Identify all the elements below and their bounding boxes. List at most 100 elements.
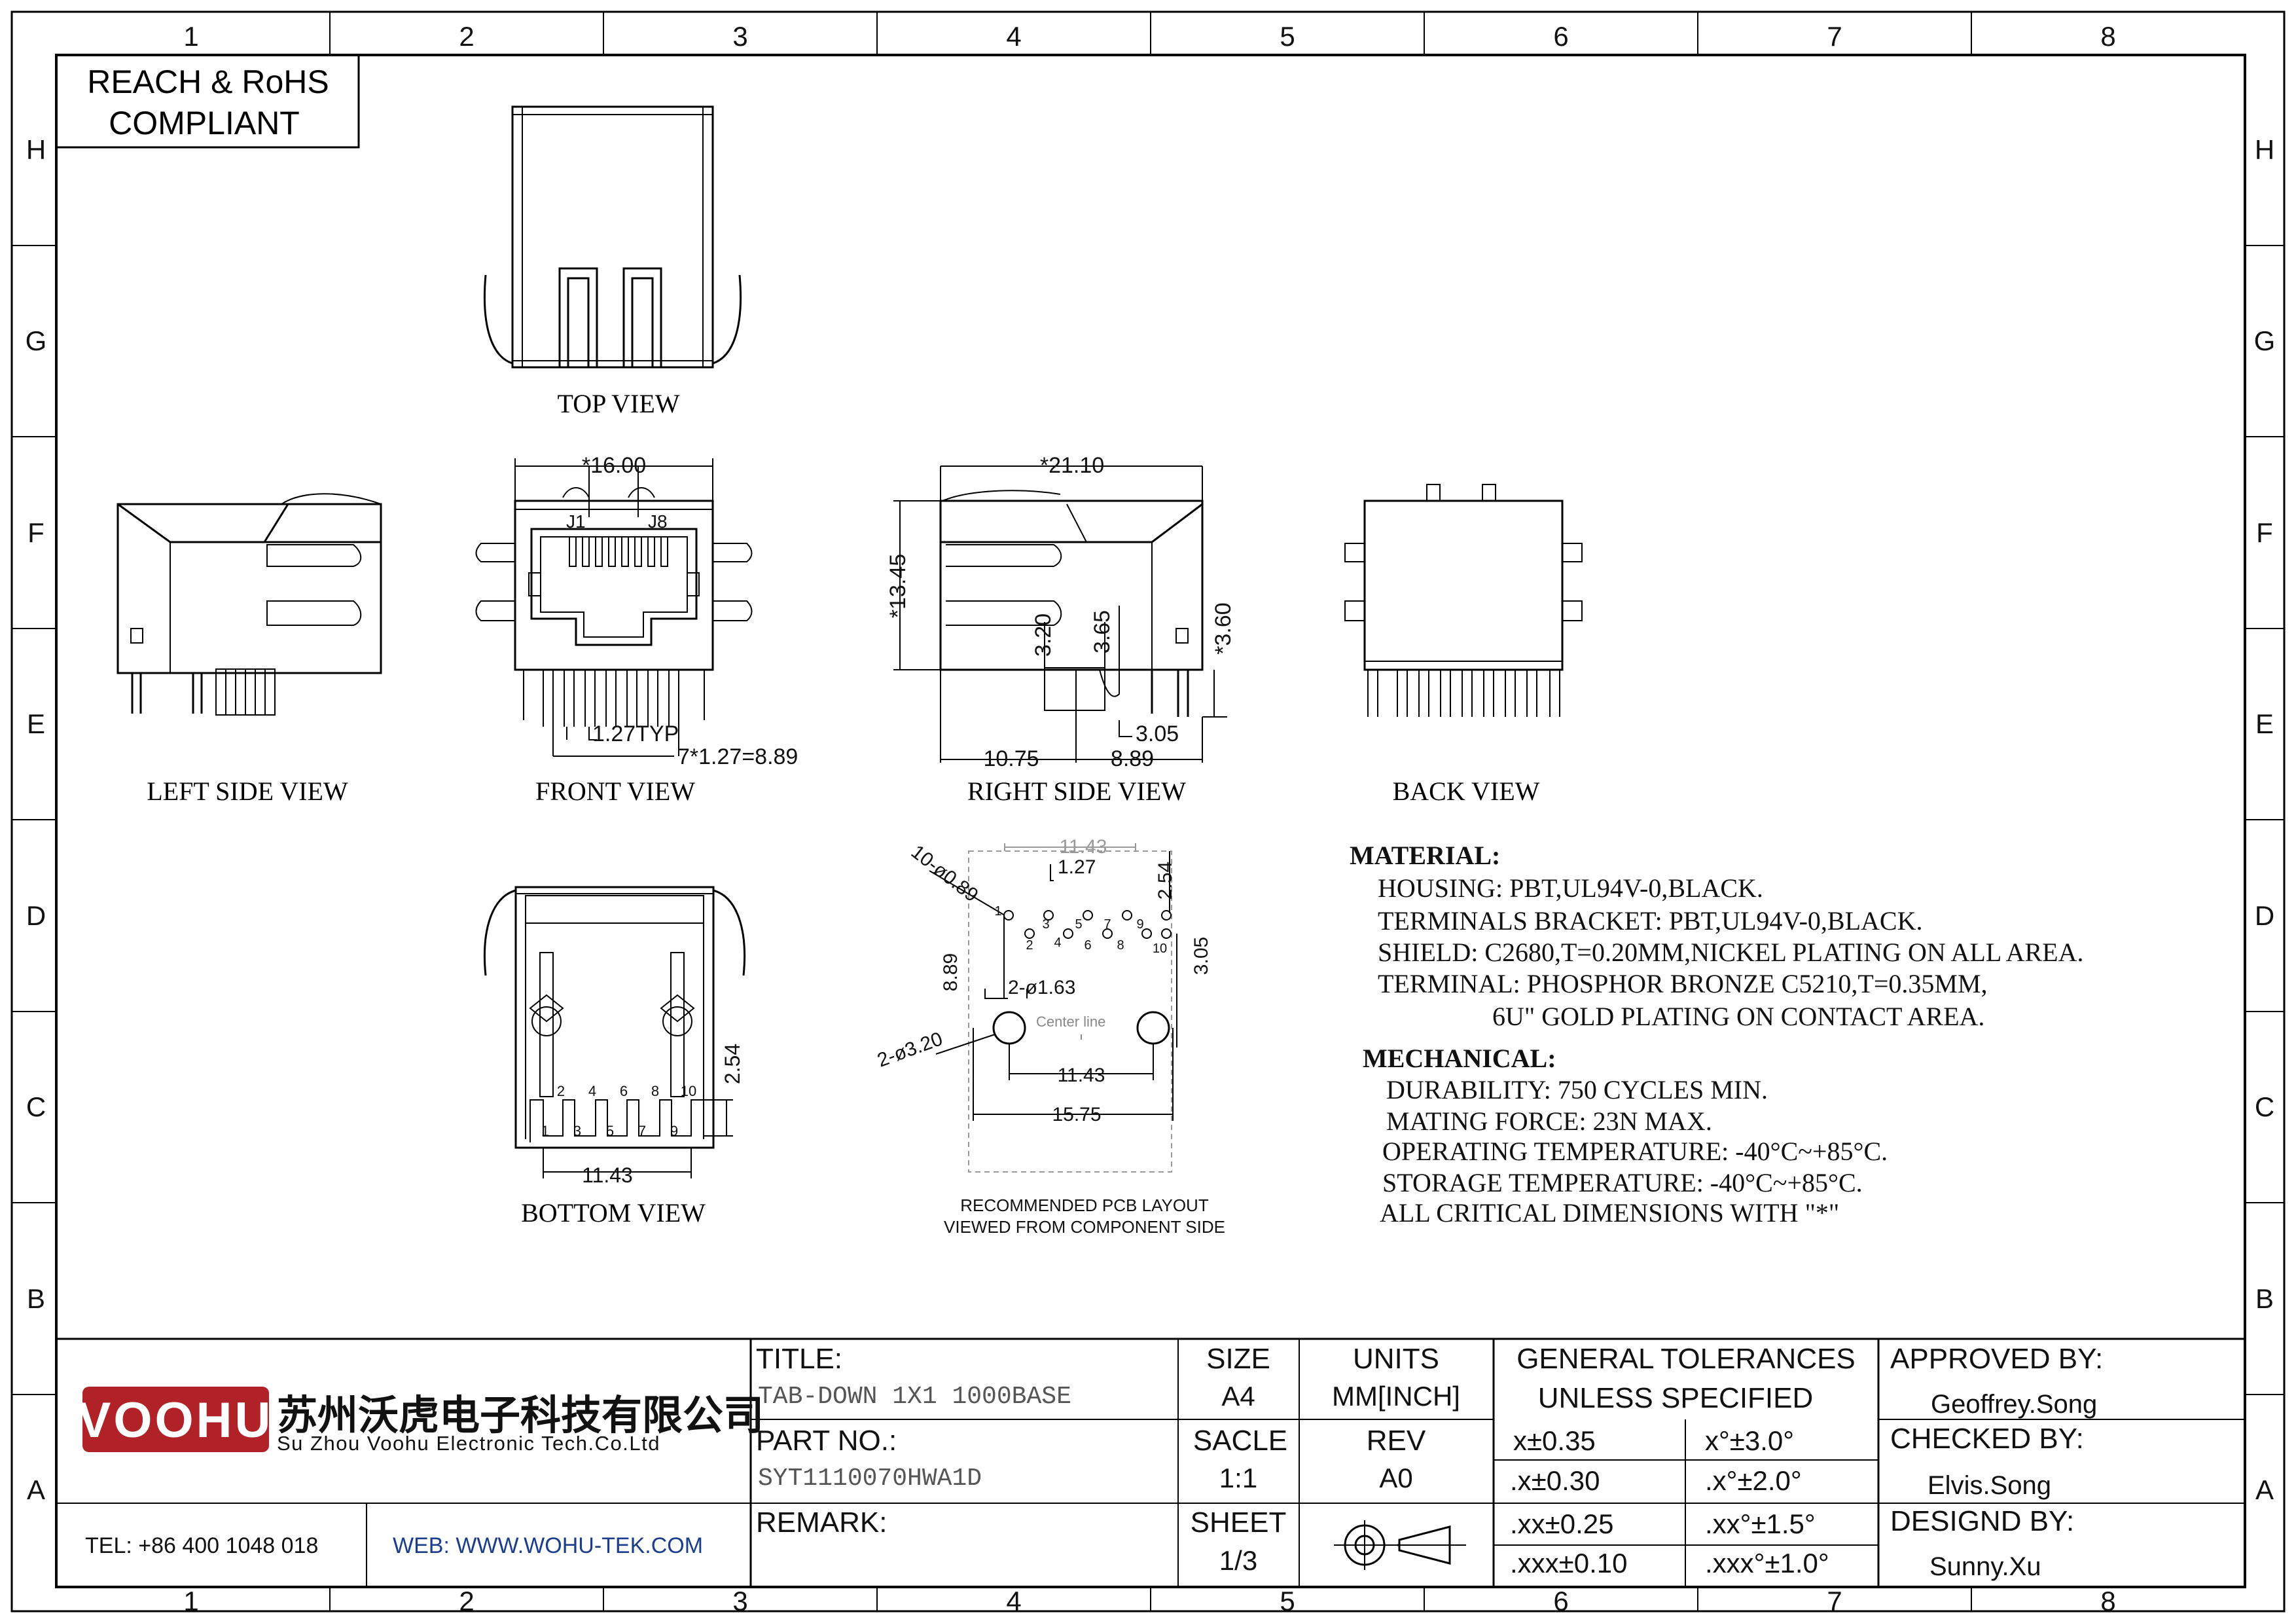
material-line: SHIELD: C2680,T=0.20MM,NICKEL PLATING ON… <box>1378 938 2083 967</box>
col-label: 2 <box>459 21 474 52</box>
row-label: A <box>27 1474 45 1505</box>
row-label: H <box>2255 134 2274 165</box>
row-label: B <box>27 1283 45 1314</box>
dim-right-365: 3.65 <box>1090 610 1115 653</box>
row-label: C <box>26 1091 46 1122</box>
size-value: A4 <box>1221 1381 1255 1412</box>
pin-number: 7 <box>638 1123 646 1139</box>
rev-label: REV <box>1367 1425 1426 1457</box>
back-view <box>1344 484 1583 717</box>
row-label: D <box>26 900 46 931</box>
top-view-label: TOP VIEW <box>557 389 679 418</box>
left-side-view-label: LEFT SIDE VIEW <box>147 776 348 806</box>
dim-right-305: 3.05 <box>1136 721 1179 746</box>
part-value: SYT1110070HWA1D <box>758 1465 982 1493</box>
right-side-view-label: RIGHT SIDE VIEW <box>967 776 1186 806</box>
right-side-view-dims: *21.10 *13.45 3.20 3.65 *3.60 3.05 10.75… <box>886 453 1236 771</box>
tolerance-linear: .xxx±0.10 <box>1510 1548 1627 1578</box>
dim-front-pitch: 1.27TYP <box>592 721 679 746</box>
pcb-mount-hole-left <box>992 1011 1026 1045</box>
row-label: B <box>2255 1283 2274 1314</box>
notes: MATERIAL: HOUSING: PBT,UL94V-0,BLACK. TE… <box>1350 841 2083 1228</box>
pcb-center-line: Center line <box>1036 1013 1105 1030</box>
pin-number: 2 <box>557 1083 565 1099</box>
material-line: HOUSING: PBT,UL94V-0,BLACK. <box>1378 873 1763 903</box>
compliance-box: REACH & RoHS COMPLIANT <box>56 55 360 149</box>
pin-number: 5 <box>1075 917 1082 932</box>
company-web: WEB: WWW.WOHU-TEK.COM <box>393 1533 703 1558</box>
tolerance-angular: x°±3.0° <box>1705 1425 1794 1456</box>
front-contacts <box>569 536 668 567</box>
pin-number: 3 <box>1042 917 1049 932</box>
sheet-border <box>10 10 2286 1613</box>
dim-right-889: 8.89 <box>1111 746 1154 771</box>
col-label: 4 <box>1006 1586 1021 1616</box>
designed-value: Sunny.Xu <box>1929 1552 2041 1581</box>
tolerance-angular: .xx°±1.5° <box>1705 1508 1816 1539</box>
front-view-label: FRONT VIEW <box>535 776 695 806</box>
label-j8: J8 <box>648 511 668 532</box>
title-block <box>56 1338 2245 1587</box>
checked-value: Elvis.Song <box>1928 1471 2051 1500</box>
mechanical-line: OPERATING TEMPERATURE: -40°C~+85°C. <box>1382 1137 1888 1166</box>
pin-number: 9 <box>1136 917 1143 932</box>
pin-number: 3 <box>573 1123 581 1139</box>
dim-pcb-bot-1575: 15.75 <box>1052 1104 1101 1125</box>
dim-pcb-pitch-127: 1.27 <box>1058 856 1096 878</box>
pcb-caption-line1: RECOMMENDED PCB LAYOUT <box>960 1195 1209 1215</box>
dim-bottom-254: 2.54 <box>721 1044 744 1084</box>
pin-number: 1 <box>994 904 1001 919</box>
mechanical-line: ALL CRITICAL DIMENSIONS WITH "*" <box>1380 1198 1839 1228</box>
compliance-line2: COMPLIANT <box>109 105 300 141</box>
company-logo: VOOHU <box>78 1387 274 1452</box>
material-line: 6U" GOLD PLATING ON CONTACT AREA. <box>1492 1002 1984 1031</box>
approved-label: APPROVED BY: <box>1890 1343 2103 1375</box>
title-block-text: TITLE: TAB-DOWN 1X1 1000BASE PART NO.: S… <box>756 1343 2103 1581</box>
pin-number: 8 <box>651 1083 659 1099</box>
right-side-view <box>893 465 1227 763</box>
tolerance-angular: .x°±2.0° <box>1705 1465 1802 1496</box>
col-label: 4 <box>1006 21 1021 52</box>
col-label: 8 <box>2100 21 2115 52</box>
col-label: 5 <box>1280 21 1295 52</box>
rev-value: A0 <box>1379 1463 1412 1493</box>
scale-label: SACLE <box>1193 1425 1287 1457</box>
dim-right-depth: *21.10 <box>1040 453 1104 478</box>
compliance-line1: REACH & RoHS <box>87 64 329 100</box>
sheet-label: SHEET <box>1191 1506 1287 1539</box>
material-line: TERMINAL: PHOSPHOR BRONZE C5210,T=0.35MM… <box>1378 969 1988 998</box>
company-name-cn: 苏州沃虎电子科技有限公司 <box>277 1393 764 1438</box>
checked-label: CHECKED BY: <box>1890 1423 2084 1455</box>
pcb-layout <box>929 843 1177 1173</box>
col-label: 1 <box>183 1586 198 1616</box>
dim-pcb-hole-320: 2-ø3.20 <box>874 1028 945 1071</box>
tolerance-angular: .xxx°±1.0° <box>1705 1548 1829 1578</box>
dim-pcb-mid-1143: 11.43 <box>1058 1065 1105 1086</box>
front-view-dims: *16.00 J1 J8 1.27TYP 7*1.27=8.89 <box>566 453 798 769</box>
pin-number: 4 <box>588 1083 596 1099</box>
bottom-view-label: BOTTOM VIEW <box>521 1198 706 1228</box>
approved-value: Geoffrey.Song <box>1931 1390 2097 1419</box>
row-label: G <box>2254 325 2276 356</box>
row-label: H <box>26 134 46 165</box>
row-label: D <box>2255 900 2274 931</box>
designed-label: DESIGND BY: <box>1890 1505 2074 1537</box>
left-side-view <box>117 493 382 716</box>
tolerance-linear: .xx±0.25 <box>1510 1508 1613 1539</box>
row-label: F <box>27 517 45 548</box>
bottom-view <box>483 886 746 1178</box>
col-label: 2 <box>459 1586 474 1616</box>
logo-text: VOOHU <box>78 1393 274 1448</box>
tolerance-title-2: UNLESS SPECIFIED <box>1538 1382 1814 1414</box>
tolerance-linear: .x±0.30 <box>1510 1465 1600 1496</box>
front-view <box>475 458 753 757</box>
dim-right-height: *13.45 <box>886 554 910 618</box>
pin-number: 5 <box>606 1123 614 1139</box>
dim-pcb-top-1143: 11.43 <box>1060 836 1107 858</box>
tolerance-title-1: GENERAL TOLERANCES <box>1516 1343 1856 1375</box>
col-label: 6 <box>1553 1586 1568 1616</box>
company-tel: TEL: +86 400 1048 018 <box>85 1533 318 1558</box>
label-j1: J1 <box>566 511 586 532</box>
remark-label: REMARK: <box>756 1506 887 1539</box>
title-value: TAB-DOWN 1X1 1000BASE <box>758 1383 1071 1411</box>
